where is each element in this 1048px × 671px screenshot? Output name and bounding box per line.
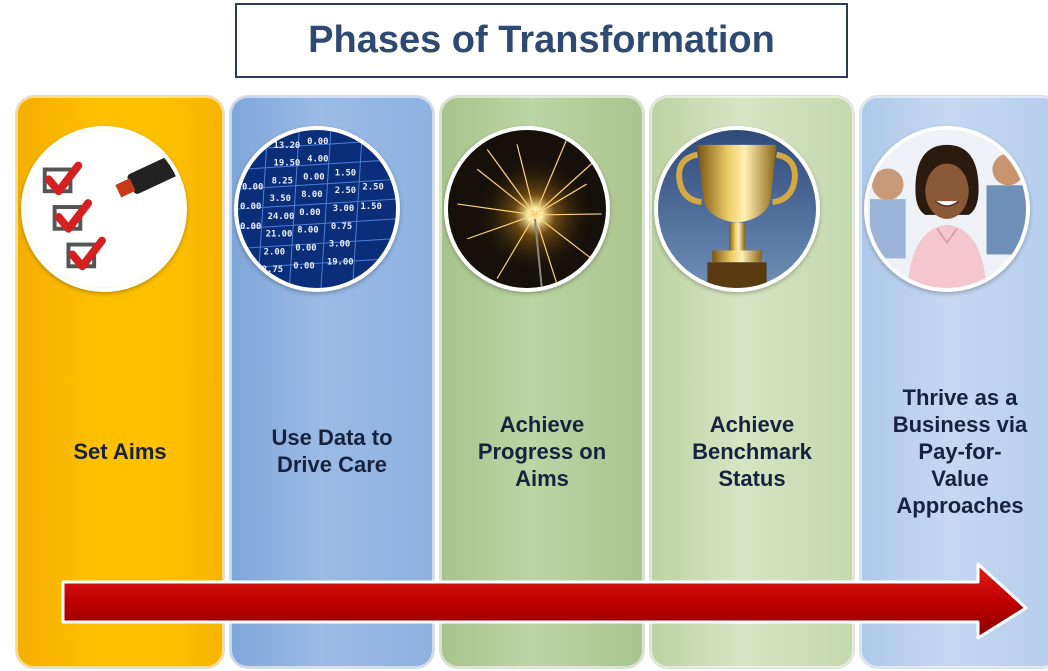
svg-text:0.00: 0.00 — [293, 261, 314, 271]
svg-text:8.00: 8.00 — [301, 190, 322, 200]
data-table-icon: 13.20 0.00 19.50 4.00 8.25 0.00 1.50 3.50 8.0… — [234, 126, 400, 292]
svg-text:1.50: 1.50 — [360, 202, 381, 212]
sparkler-icon — [444, 126, 610, 292]
page-title: Phases of Transformation — [235, 3, 848, 78]
svg-text:13.20: 13.20 — [274, 141, 301, 151]
svg-text:0.00: 0.00 — [240, 222, 261, 232]
svg-text:2.75: 2.75 — [262, 265, 283, 275]
svg-text:1.50: 1.50 — [335, 168, 356, 178]
svg-text:19.50: 19.50 — [274, 159, 301, 169]
trophy-icon — [654, 126, 820, 292]
checklist-icon — [21, 126, 187, 292]
svg-text:3.00: 3.00 — [333, 204, 354, 214]
svg-text:19.00: 19.00 — [327, 257, 354, 267]
svg-text:0.75: 0.75 — [331, 222, 352, 232]
svg-text:4.00: 4.00 — [307, 155, 328, 165]
phase-label: Use Data to Drive Care — [271, 425, 393, 477]
phase-label: Achieve Benchmark Status — [692, 411, 812, 491]
svg-text:8.00: 8.00 — [297, 226, 318, 236]
phase-use-data: 13.20 0.00 19.50 4.00 8.25 0.00 1.50 3.50 8.0… — [230, 96, 434, 668]
phase-set-aims: Set Aims — [16, 96, 224, 668]
people-icon — [864, 126, 1030, 292]
svg-text:21.00: 21.00 — [266, 230, 293, 240]
phase-achieve-progress: Achieve Progress on Aims — [440, 96, 644, 668]
svg-text:24.00: 24.00 — [268, 212, 295, 222]
progress-arrow — [58, 560, 1048, 640]
svg-text:8.25: 8.25 — [272, 176, 293, 186]
svg-text:0.00: 0.00 — [240, 202, 261, 212]
svg-text:0.00: 0.00 — [295, 243, 316, 253]
svg-text:0.00: 0.00 — [242, 182, 263, 192]
svg-text:2.00: 2.00 — [264, 247, 285, 257]
phase-label: Achieve Progress on Aims — [477, 411, 607, 491]
svg-text:3.00: 3.00 — [329, 240, 350, 250]
svg-text:0.00: 0.00 — [299, 208, 320, 218]
svg-text:0.00: 0.00 — [303, 172, 324, 182]
svg-text:0.00: 0.00 — [307, 137, 328, 147]
svg-text:3.50: 3.50 — [270, 194, 291, 204]
phase-label: Set Aims — [73, 438, 167, 464]
phase-label: Thrive as a Business via Pay-for- Value … — [892, 384, 1028, 518]
svg-text:2.50: 2.50 — [362, 182, 383, 192]
phase-achieve-benchmark: Achieve Benchmark Status — [650, 96, 854, 668]
svg-text:2.50: 2.50 — [335, 186, 356, 196]
phase-thrive: Thrive as a Business via Pay-for- Value … — [860, 96, 1048, 668]
